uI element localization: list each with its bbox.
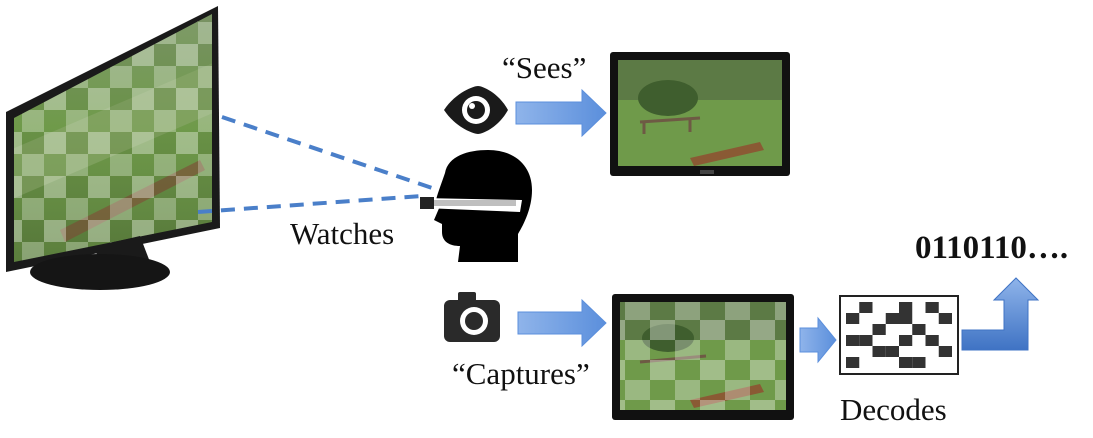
- seen-frame: [610, 52, 790, 176]
- arrow-to-bits: [961, 277, 1040, 351]
- eye-icon: [444, 86, 508, 134]
- pattern-cell: [846, 357, 860, 368]
- pattern-cell: [925, 335, 939, 346]
- pattern-cell: [885, 313, 899, 324]
- pattern-cell: [872, 346, 886, 357]
- pattern-cell: [912, 357, 926, 368]
- sightline-bottom: [197, 194, 423, 214]
- pattern-cell: [938, 346, 952, 357]
- pattern-cell: [899, 335, 913, 346]
- pattern-cell: [846, 313, 860, 324]
- sees-label: “Sees”: [502, 50, 587, 85]
- captures-label: “Captures”: [452, 356, 590, 391]
- pattern-cell: [912, 324, 926, 335]
- pattern-cell: [899, 302, 913, 313]
- arrow-to-sees: [515, 88, 607, 138]
- pattern-cell: [885, 346, 899, 357]
- pattern-cell: [899, 313, 913, 324]
- pattern-cell: [925, 302, 939, 313]
- display-monitor: [6, 6, 220, 290]
- camera-icon: [444, 292, 500, 342]
- decoded-pattern: [839, 295, 959, 375]
- sightline-top: [221, 115, 439, 192]
- pattern-cell: [846, 335, 860, 346]
- decodes-label: Decodes: [840, 392, 947, 427]
- pattern-cell: [938, 313, 952, 324]
- pattern-cell: [872, 324, 886, 335]
- arrow-to-captures: [517, 298, 607, 348]
- pattern-cell: [899, 357, 913, 368]
- arrow-to-decode: [799, 316, 837, 364]
- head-with-glasses-icon: [420, 150, 532, 262]
- pattern-cell: [859, 335, 873, 346]
- watches-label: Watches: [290, 216, 395, 251]
- captured-frame: [612, 294, 794, 420]
- decoded-bits: 0110110….: [915, 230, 1069, 266]
- pattern-cell: [859, 302, 873, 313]
